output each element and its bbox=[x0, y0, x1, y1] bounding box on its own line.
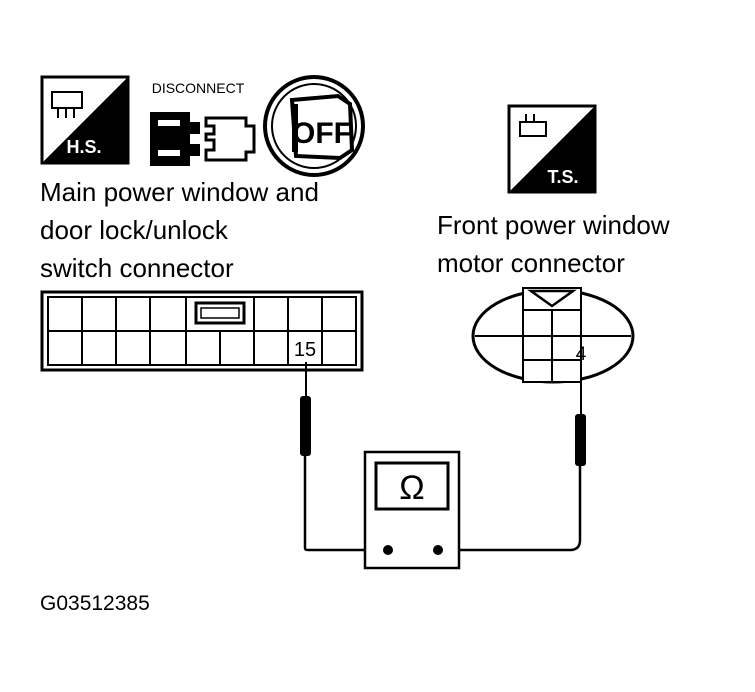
motor-label-line1: Front power window bbox=[437, 210, 670, 240]
main-switch-label-line2: door lock/unlock bbox=[40, 215, 228, 245]
probe-right bbox=[440, 366, 586, 552]
switch-terminal-15-label: 15 bbox=[294, 339, 316, 361]
hs-badge-text: H.S. bbox=[66, 137, 101, 157]
harness-side-icon: H.S. bbox=[40, 75, 130, 165]
ignition-off-icon: OFF bbox=[263, 75, 365, 177]
main-switch-connector: 15 bbox=[40, 290, 364, 372]
ohmmeter: Ω bbox=[363, 450, 461, 570]
disconnect-label: DISCONNECT bbox=[152, 80, 245, 96]
motor-label-line2: motor connector bbox=[437, 248, 625, 278]
main-switch-label-line1: Main power window and bbox=[40, 177, 319, 207]
meter-terminal-right bbox=[433, 545, 443, 555]
disconnect-icon: DISCONNECT bbox=[150, 80, 256, 166]
main-switch-label-line3: switch connector bbox=[40, 253, 234, 283]
terminal-side-icon: T.S. bbox=[507, 104, 597, 194]
ts-badge-text: T.S. bbox=[547, 167, 578, 187]
motor-terminal-4-label: 4 bbox=[576, 344, 587, 365]
motor-connector: 4 bbox=[471, 287, 635, 384]
ohm-symbol: Ω bbox=[399, 469, 424, 507]
probe-left bbox=[300, 362, 388, 552]
ignition-off-text: OFF bbox=[292, 117, 352, 150]
figure-code: G03512385 bbox=[40, 592, 150, 615]
meter-terminal-left bbox=[383, 545, 393, 555]
